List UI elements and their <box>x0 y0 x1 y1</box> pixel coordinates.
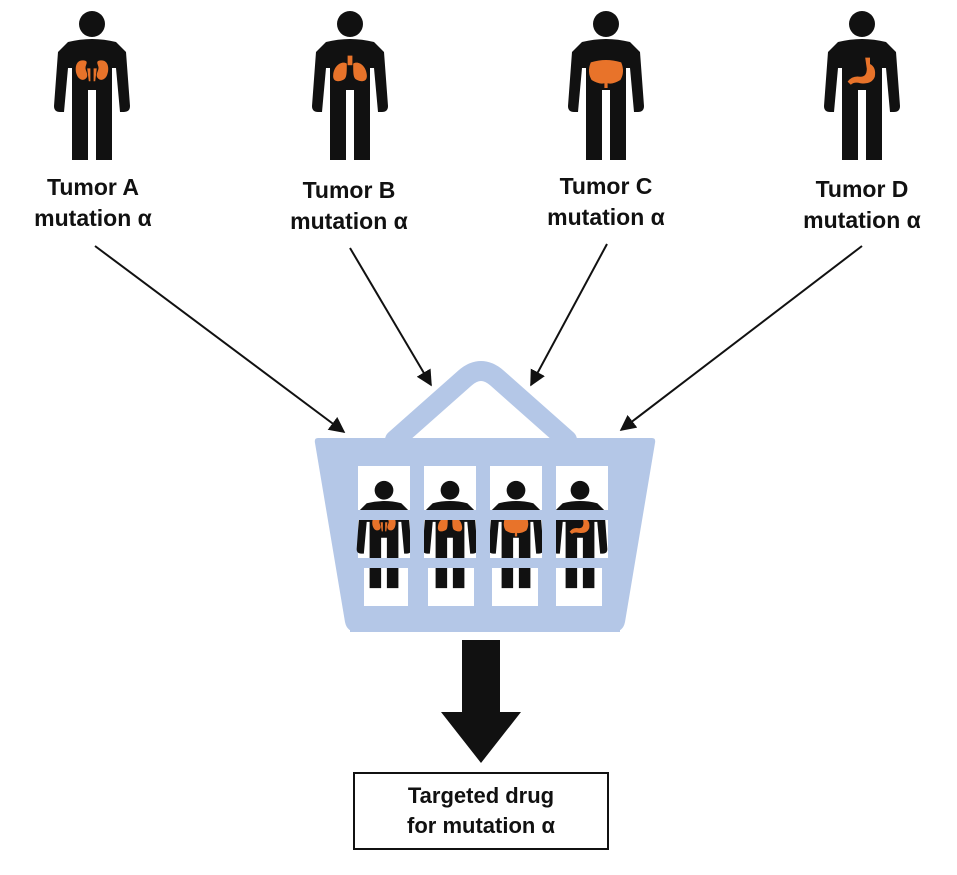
basket-icon <box>314 361 656 632</box>
person-icon <box>824 11 900 160</box>
tumor-name: Tumor D <box>815 176 909 202</box>
person-icon <box>54 11 130 160</box>
tumor-name: Tumor A <box>47 174 139 200</box>
mutation-name: mutation α <box>290 208 408 234</box>
mutation-name: mutation α <box>547 204 665 230</box>
tumor-label-a: Tumor A mutation α <box>0 172 193 234</box>
tumor-name: Tumor C <box>559 173 653 199</box>
arrow-a <box>94 245 346 433</box>
input-arrows <box>94 243 863 433</box>
tumor-label-b: Tumor B mutation α <box>249 175 449 237</box>
patient-d-figure <box>824 11 900 160</box>
mutation-name: mutation α <box>803 207 921 233</box>
patient-a-figure <box>54 11 130 160</box>
result-line-2: for mutation α <box>407 813 555 838</box>
arrow-b <box>349 247 432 387</box>
patient-figures <box>54 11 900 160</box>
patient-b-figure <box>312 11 388 160</box>
output-arrow <box>441 640 521 763</box>
result-line-1: Targeted drug <box>407 783 555 808</box>
tumor-name: Tumor B <box>302 177 396 203</box>
person-icon <box>312 11 388 160</box>
patient-c-figure <box>568 11 644 160</box>
arrow-c <box>530 243 608 387</box>
targeted-drug-box: Targeted drug for mutation α <box>353 772 609 850</box>
tumor-label-c: Tumor C mutation α <box>506 171 706 233</box>
tumor-label-d: Tumor D mutation α <box>762 174 957 236</box>
arrow-d <box>619 245 863 431</box>
mutation-name: mutation α <box>34 205 152 231</box>
